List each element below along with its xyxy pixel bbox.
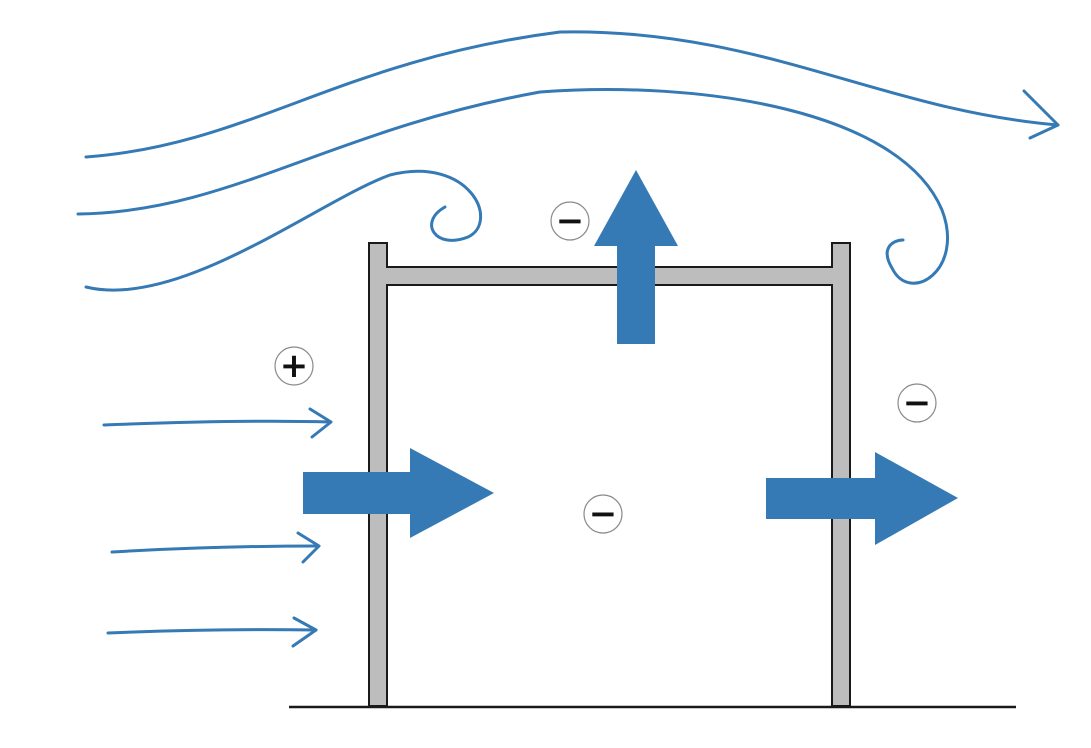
windward-streamline-3 <box>106 628 318 635</box>
badge-symbol: − <box>556 201 585 241</box>
windward-streamlines <box>102 407 333 648</box>
windward-streamline-1-arrowhead-icon <box>308 407 333 439</box>
windward-streamline-2 <box>110 544 320 554</box>
pressure-badge-roof: − <box>550 201 590 241</box>
pressure-badge-windward: + <box>274 346 314 386</box>
badge-circle <box>274 346 314 386</box>
pressure-badge-leeward: − <box>897 383 937 423</box>
badge-symbol: + <box>280 346 309 386</box>
windward-streamline-1 <box>102 419 332 427</box>
building-section <box>289 242 1016 709</box>
badge-symbol: − <box>903 383 932 423</box>
top-streamline-arrow <box>84 30 1060 159</box>
pressure-badge-interior: − <box>583 494 623 534</box>
top-streamline-arrowhead-icon <box>1022 89 1060 140</box>
second-streamline-with-eddy <box>76 88 949 285</box>
inlet-arrow-icon <box>303 448 494 538</box>
upper-streamlines <box>76 30 1060 292</box>
windward-streamline-3-arrowhead-icon <box>291 616 318 648</box>
badge-symbol: − <box>589 494 618 534</box>
outlet-arrow-icon <box>766 452 958 545</box>
building-frame <box>368 242 851 707</box>
windward-streamline-2-arrowhead-icon <box>296 531 321 564</box>
badge-circle <box>583 494 623 534</box>
third-streamline-with-eddy <box>84 169 483 292</box>
roof-exhaust-arrow-icon <box>594 170 678 344</box>
badge-circle <box>550 201 590 241</box>
airflow-arrows <box>303 170 958 545</box>
badge-circle <box>897 383 937 423</box>
